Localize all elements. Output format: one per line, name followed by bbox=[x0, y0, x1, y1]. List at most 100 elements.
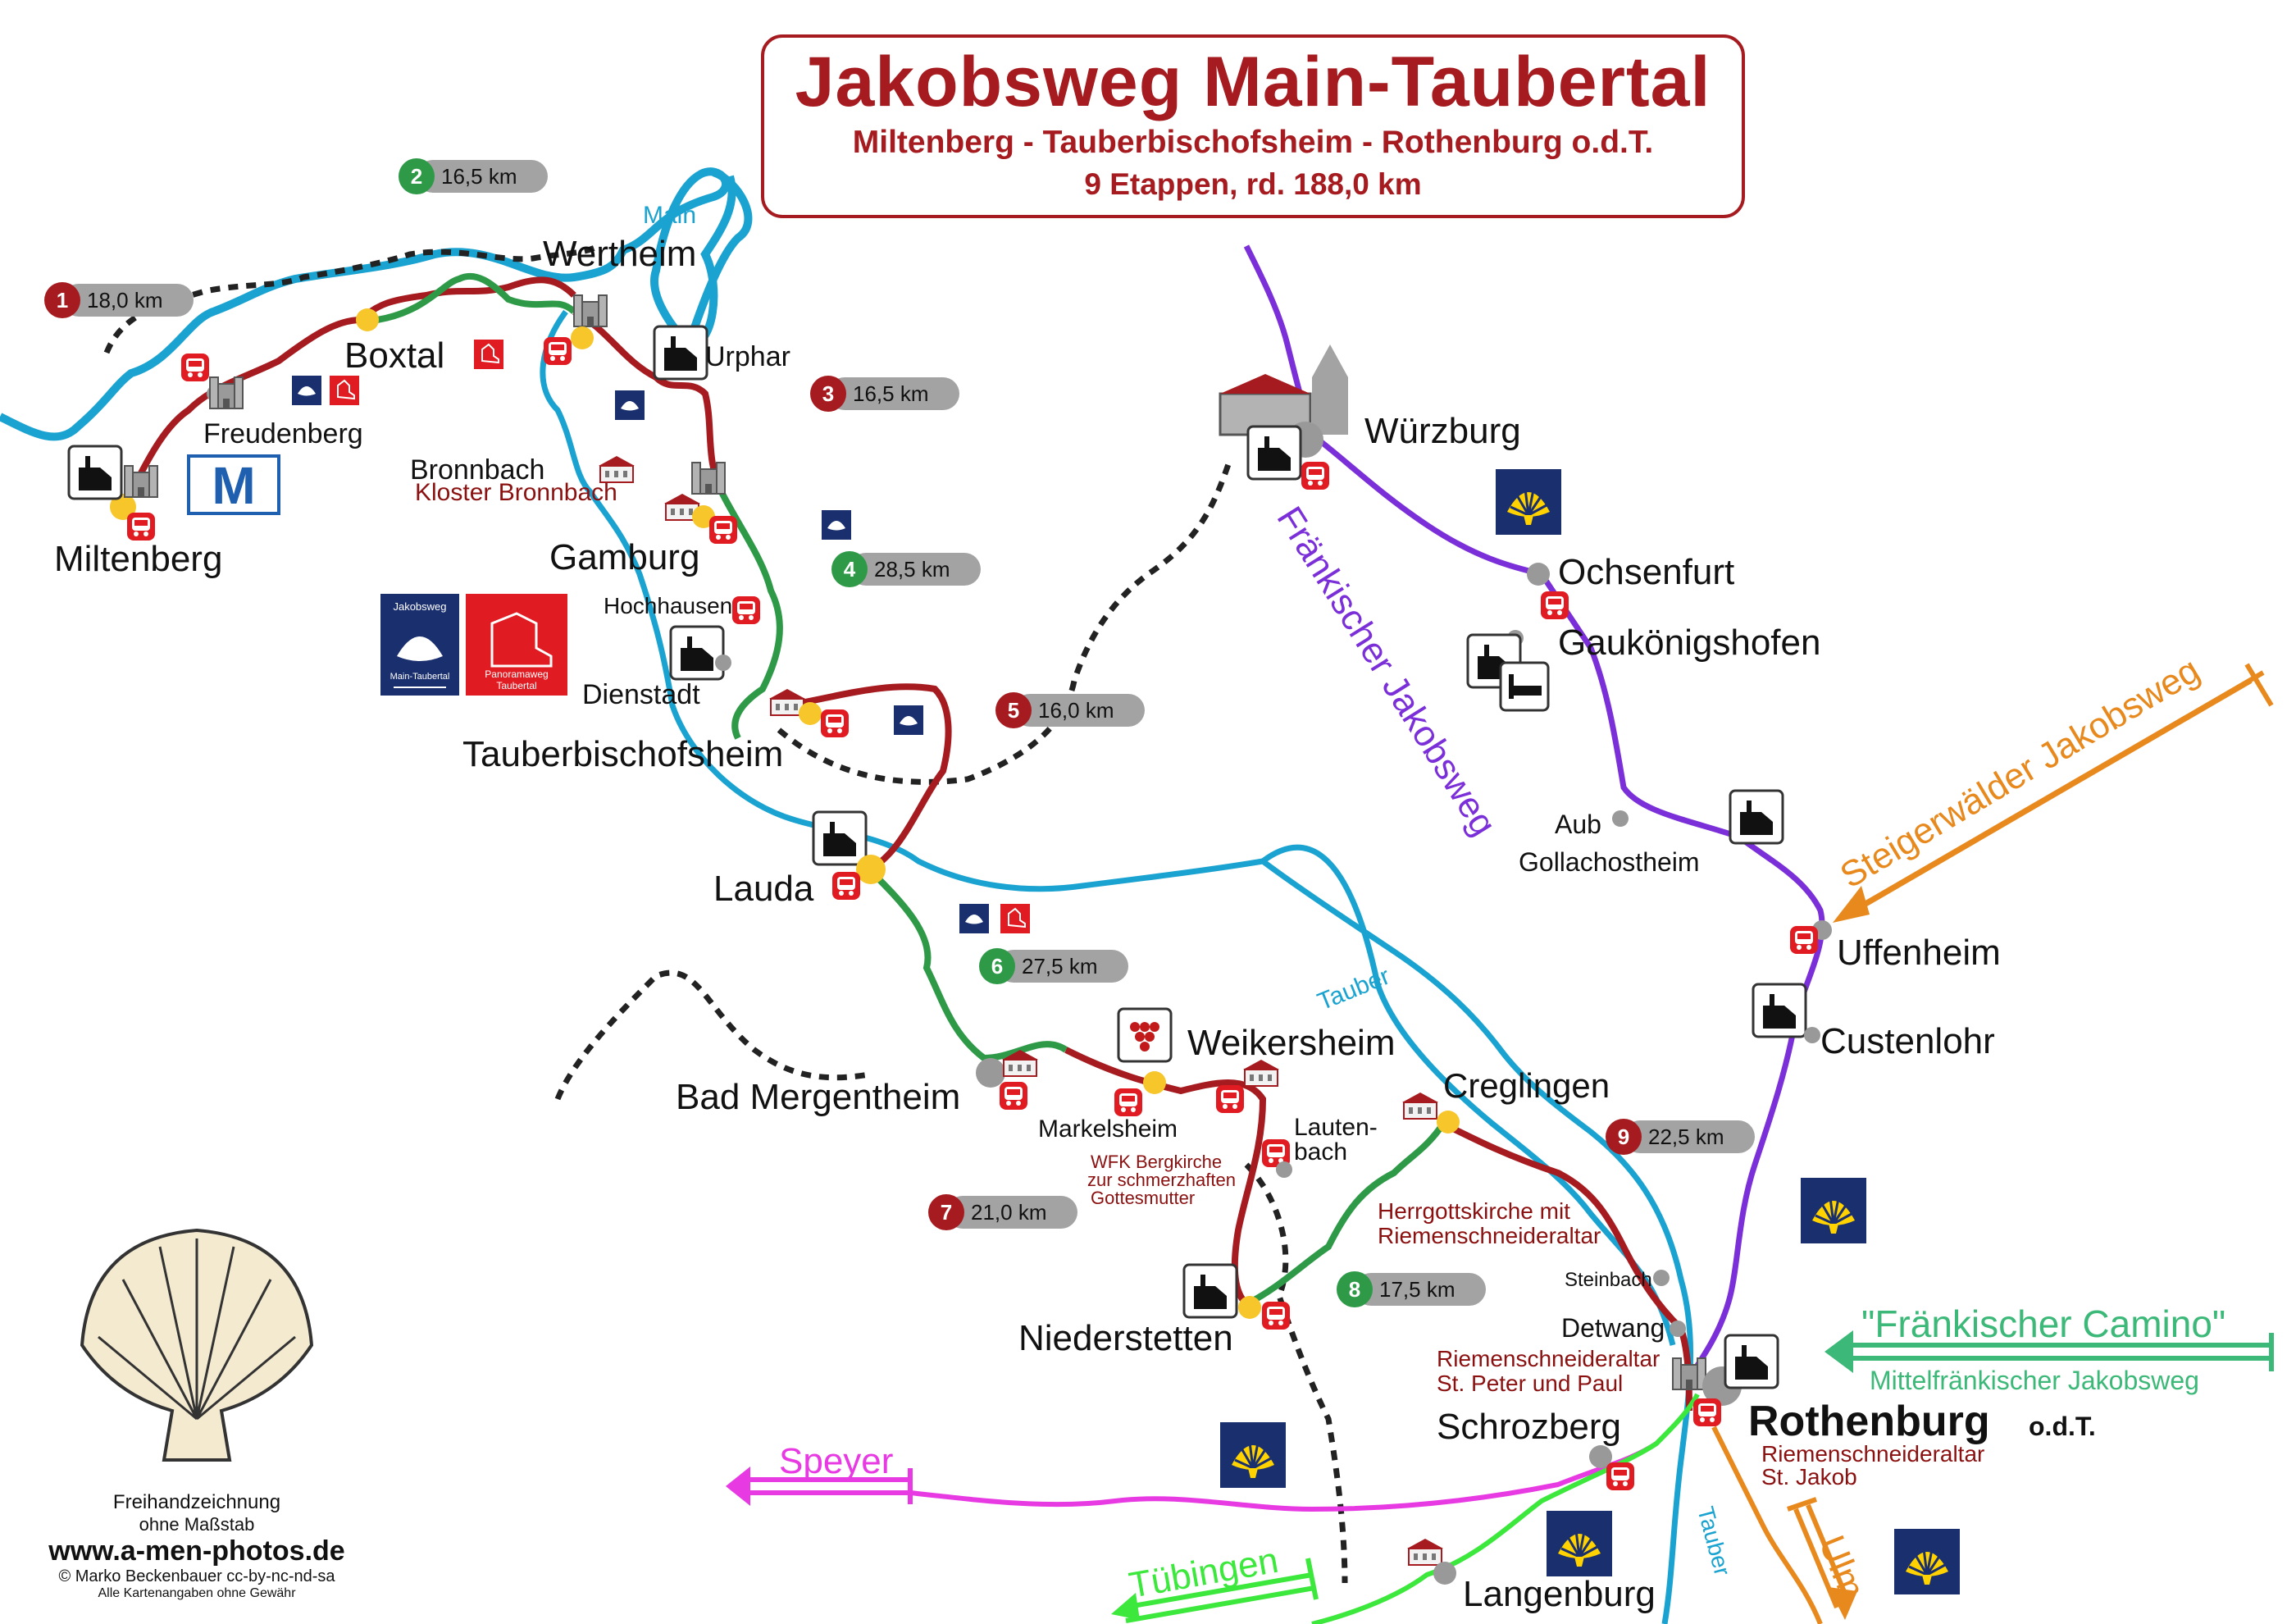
train-station-icon bbox=[1216, 1085, 1244, 1113]
church-icon bbox=[1312, 344, 1348, 435]
label-wuerzburg: Würzburg bbox=[1364, 411, 1521, 451]
town-marker-dienstadt bbox=[715, 655, 731, 671]
grapes-icon bbox=[1117, 1007, 1173, 1063]
scallop-shell-icon bbox=[1799, 1176, 1868, 1245]
stage-badge-4: 4 28,5 km bbox=[831, 551, 981, 587]
stage-badge-3: 3 16,5 km bbox=[810, 376, 959, 412]
svg-text:28,5 km: 28,5 km bbox=[874, 557, 950, 582]
label-wfk-3: Gottesmutter bbox=[1091, 1188, 1195, 1208]
stage-badge-8: 8 17,5 km bbox=[1337, 1271, 1486, 1307]
pilgrim-hostel-icon bbox=[1246, 425, 1302, 481]
label-markelsheim: Markelsheim bbox=[1038, 1115, 1178, 1143]
pilgrim-hostel-icon bbox=[653, 325, 708, 381]
river-main-east bbox=[685, 168, 753, 346]
svg-text:18,0 km: 18,0 km bbox=[87, 288, 163, 312]
arrow-tuebingen bbox=[1111, 1558, 1319, 1623]
label-creglingen: Creglingen bbox=[1443, 1066, 1610, 1105]
label-boxtal: Boxtal bbox=[344, 335, 444, 376]
river-tauber bbox=[540, 309, 1694, 1624]
pilgrim-hostel-icon bbox=[669, 625, 725, 681]
label-mittelfraenkischer-jakobsweg: Mittelfränkischer Jakobsweg bbox=[1870, 1366, 2199, 1395]
label-steinbach: Steinbach bbox=[1565, 1269, 1652, 1291]
arrow-ulm bbox=[1787, 1497, 1857, 1620]
label-river-tauber: Tauber bbox=[1314, 963, 1393, 1016]
pilgrim-hostel-icon bbox=[1729, 789, 1784, 845]
route-stage-3 bbox=[572, 308, 725, 494]
arrow-speyer bbox=[726, 1467, 913, 1506]
train-station-icon bbox=[709, 516, 737, 544]
credits-line-2: ohne Maßstab bbox=[139, 1514, 255, 1535]
route-stage-1 bbox=[120, 276, 576, 510]
panoramaweg-icon bbox=[473, 339, 504, 370]
label-langenburg: Langenburg bbox=[1463, 1574, 1656, 1614]
map-subtitle: Miltenberg - Tauberbischofsheim - Rothen… bbox=[852, 125, 1654, 160]
scallop-shell-icon bbox=[292, 376, 321, 405]
train-station-icon bbox=[544, 337, 572, 365]
label-hochhausen: Hochhausen bbox=[604, 593, 732, 618]
svg-text:4: 4 bbox=[844, 557, 856, 582]
town-marker-ochsenfurt bbox=[1527, 563, 1550, 586]
church-icon bbox=[1406, 1538, 1444, 1566]
label-rothenburg-odt: o.d.T. bbox=[2029, 1412, 2096, 1441]
label-dienstadt: Dienstadt bbox=[582, 679, 700, 710]
svg-text:16,5 km: 16,5 km bbox=[441, 164, 517, 189]
scallop-shell-icon bbox=[1219, 1421, 1287, 1489]
label-bronnbach: Bronnbach bbox=[410, 454, 544, 486]
credits-copyright: © Marko Beckenbauer cc-by-nc-nd-sa bbox=[58, 1567, 335, 1585]
label-uffenheim: Uffenheim bbox=[1837, 933, 2001, 973]
credits-website-link[interactable]: www.a-men-photos.de bbox=[48, 1535, 345, 1567]
town-marker-markelsheim bbox=[1143, 1071, 1166, 1094]
label-bad-mergentheim: Bad Mergentheim bbox=[676, 1077, 960, 1117]
svg-text:2: 2 bbox=[411, 164, 422, 189]
label-river-main: Main bbox=[643, 202, 696, 229]
train-station-icon bbox=[1606, 1462, 1634, 1490]
town-marker-wertheim bbox=[571, 326, 594, 349]
route-stage-2 bbox=[376, 272, 576, 323]
label-gollachostheim: Gollachostheim bbox=[1519, 847, 1700, 877]
train-station-icon bbox=[821, 709, 849, 737]
rail-line-crailsheim bbox=[554, 969, 870, 1101]
scallop-shell-icon bbox=[615, 390, 645, 420]
label-gamburg: Gamburg bbox=[549, 537, 699, 577]
route-stage-8 bbox=[1245, 1121, 1446, 1307]
train-station-icon bbox=[1000, 1082, 1027, 1110]
jakobsweg-sign: Jakobsweg Main-Taubertal bbox=[380, 594, 459, 696]
scallop-shell-icon bbox=[1494, 468, 1563, 536]
scallop-shell-icon bbox=[1545, 1509, 1614, 1578]
label-fraenkischer-camino: "Fränkischer Camino" bbox=[1861, 1302, 2225, 1345]
title-box: Jakobsweg Main-Taubertal Miltenberg - Ta… bbox=[761, 34, 1745, 218]
svg-text:8: 8 bbox=[1349, 1277, 1360, 1302]
label-steigerwaelder-jakobsweg: Steigerwälder Jakobsweg bbox=[1834, 650, 2207, 896]
label-freudenberg: Freudenberg bbox=[203, 418, 363, 449]
town-marker-creglingen bbox=[1437, 1111, 1460, 1134]
credits-line-1: Freihandzeichnung bbox=[112, 1491, 281, 1513]
svg-text:27,5 km: 27,5 km bbox=[1022, 954, 1098, 979]
svg-text:Main-Taubertal: Main-Taubertal bbox=[390, 672, 450, 682]
label-river-tauber-south: Tauber bbox=[1692, 1504, 1735, 1579]
church-icon bbox=[1401, 1092, 1439, 1120]
bed-icon bbox=[1499, 661, 1550, 712]
town-marker-bad-mergentheim bbox=[976, 1058, 1005, 1088]
town-marker-lauda bbox=[856, 855, 886, 884]
castle-icon bbox=[573, 294, 608, 327]
route-stage-5 bbox=[786, 683, 952, 873]
pilgrim-hostel-icon bbox=[812, 810, 868, 866]
svg-text:6: 6 bbox=[991, 954, 1003, 979]
svg-text:7: 7 bbox=[941, 1200, 952, 1225]
train-station-icon bbox=[732, 596, 760, 624]
label-niederstetten: Niederstetten bbox=[1018, 1318, 1233, 1358]
pilgrim-hostel-icon bbox=[1182, 1263, 1238, 1319]
label-ulm: Ulm bbox=[1811, 1530, 1873, 1604]
label-gaukoenigshofen: Gaukönigshofen bbox=[1558, 623, 1820, 663]
scallop-shell-icon bbox=[959, 904, 989, 933]
svg-text:16,5 km: 16,5 km bbox=[853, 381, 929, 406]
label-wfk-2: zur schmerzhaften bbox=[1087, 1170, 1236, 1190]
route-stage-4 bbox=[718, 490, 783, 740]
credits: Freihandzeichnung ohne Maßstab www.a-men… bbox=[16, 1491, 377, 1601]
pilgrim-hostel-icon bbox=[1724, 1334, 1779, 1389]
stage-badge-9: 9 22,5 km bbox=[1606, 1119, 1755, 1155]
scallop-shell-illustration bbox=[80, 1228, 314, 1462]
rail-line-niederstetten bbox=[1244, 1162, 1348, 1584]
castle-icon bbox=[691, 462, 726, 495]
stage-badge-6: 6 27,5 km bbox=[979, 948, 1128, 984]
